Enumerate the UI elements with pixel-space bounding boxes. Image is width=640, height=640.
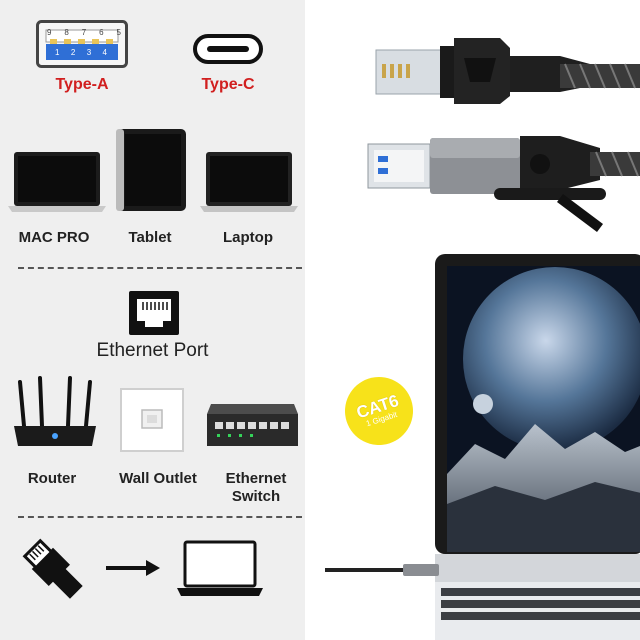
- laptop-photo: [435, 254, 640, 640]
- usb-pin-number: 2: [70, 48, 76, 57]
- usb-pin-number: 6: [99, 28, 104, 37]
- router-icon: [14, 376, 96, 446]
- ethernet-port-label: Ethernet Port: [96, 340, 209, 361]
- rj45-cable-image: [375, 38, 640, 104]
- switch-label-line2: Switch: [231, 488, 281, 505]
- usb-cable-image: [367, 136, 640, 232]
- usb-pin-number: 9: [47, 28, 52, 37]
- section-divider: [18, 267, 302, 269]
- ethernet-switch-label: Ethernet Switch: [206, 470, 306, 506]
- usb-a-port-icon: [36, 20, 128, 68]
- tablet-icon: [116, 129, 186, 211]
- ethernet-port-icon: [129, 291, 179, 335]
- usb-pin-number: 4: [102, 48, 107, 57]
- usb-pin-number: 5: [116, 28, 121, 37]
- wall-outlet-label: Wall Outlet: [119, 470, 197, 487]
- laptop-icon: [200, 152, 298, 212]
- type-c-label: Type-C: [201, 76, 255, 93]
- product-photo: [305, 0, 640, 640]
- arrow-right-icon: [106, 560, 160, 576]
- usb-pin-number: 7: [81, 28, 87, 37]
- usb-c-cable-image: [325, 564, 439, 576]
- rj45-plug-icon: [22, 538, 83, 599]
- type-a-label: Type-A: [55, 76, 109, 93]
- usb-c-port-icon: [193, 34, 263, 64]
- network-switch-icon: [207, 404, 298, 446]
- laptop-outline-icon: [177, 540, 263, 596]
- mac-pro-label: MAC PRO: [18, 229, 90, 246]
- switch-label-line1: Ethernet: [225, 470, 287, 487]
- laptop-label: Laptop: [223, 229, 273, 246]
- router-label: Router: [27, 470, 77, 487]
- wall-outlet-icon: [120, 388, 184, 452]
- usb-pin-number: 3: [86, 48, 92, 57]
- usb-pin-number: 1: [55, 48, 60, 57]
- compatibility-panel: 9 8 7 6 5 1 2 3 4 Type-A Type-C MAC PRO …: [0, 0, 305, 640]
- tablet-label: Tablet: [128, 229, 172, 246]
- usb-pin-number: 8: [64, 28, 69, 37]
- section-divider: [18, 516, 302, 518]
- macbook-icon: [8, 152, 106, 212]
